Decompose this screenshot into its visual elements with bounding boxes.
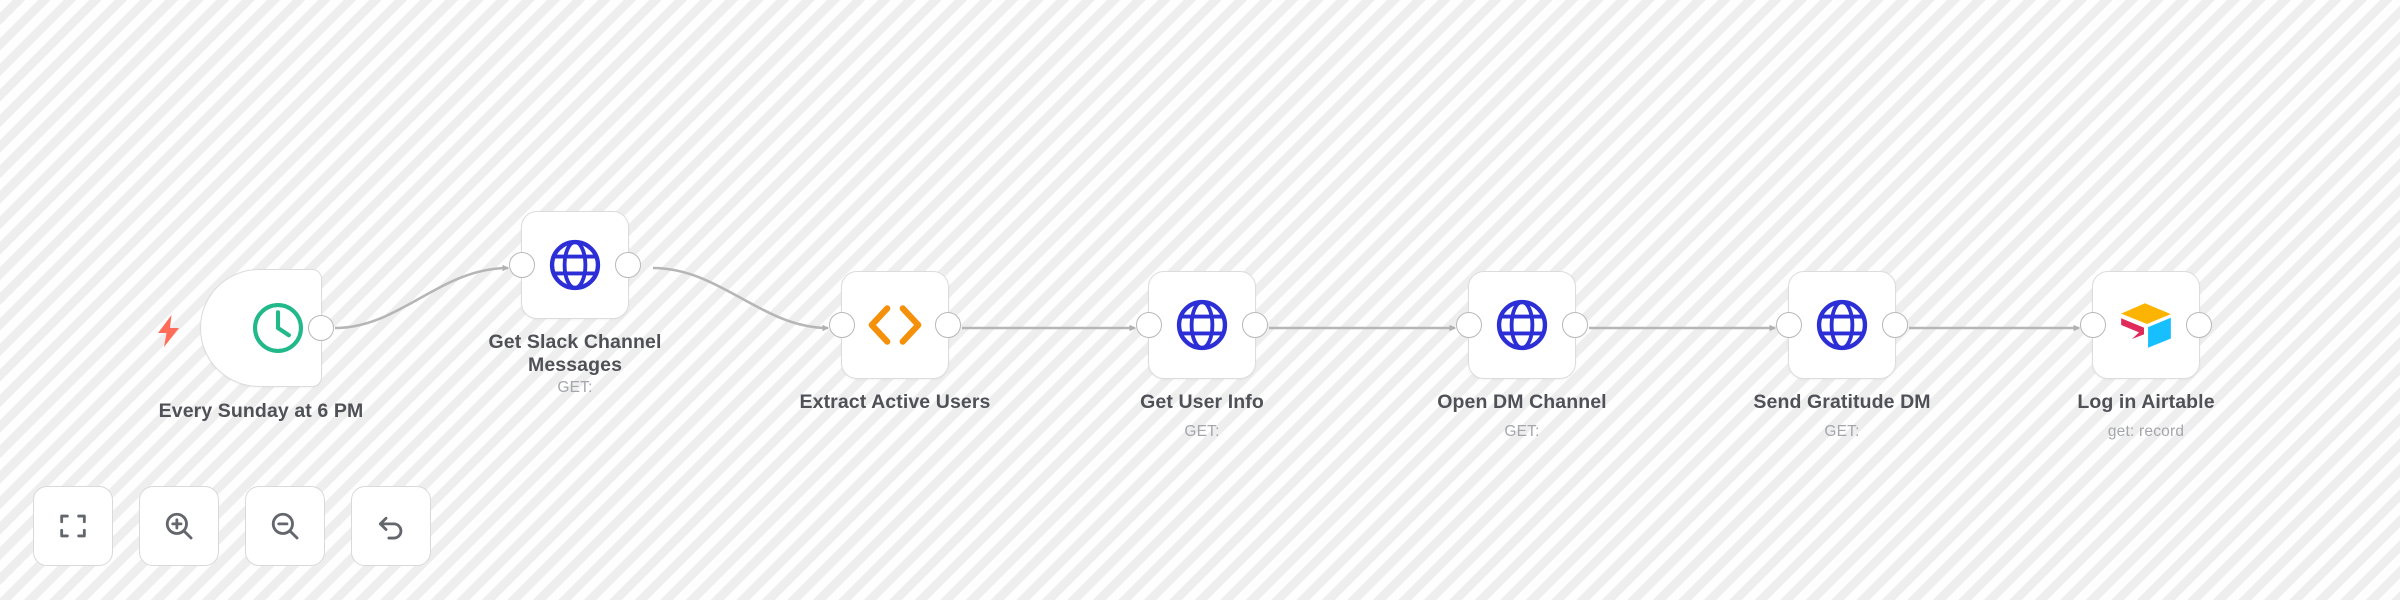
- node-subtitle: get: record: [2107, 423, 2185, 440]
- http-request-node-box[interactable]: [509, 211, 641, 319]
- globe-icon: [1173, 296, 1231, 354]
- zoom-in-button[interactable]: [139, 486, 219, 566]
- node-subtitle: GET:: [1824, 423, 1860, 440]
- fit-to-view-icon: [56, 509, 90, 543]
- undo-arrow-icon: [374, 509, 408, 543]
- node-subtitle: GET:: [1184, 423, 1220, 440]
- input-port[interactable]: [2080, 312, 2106, 338]
- output-port[interactable]: [2186, 312, 2212, 338]
- input-port[interactable]: [829, 312, 855, 338]
- node-label: Get User Info: [1140, 391, 1264, 413]
- node-label: Log in Airtable: [2077, 391, 2215, 413]
- zoom-out-button[interactable]: [245, 486, 325, 566]
- airtable-node-box[interactable]: [2080, 271, 2212, 379]
- input-port[interactable]: [1776, 312, 1802, 338]
- airtable-icon: [2117, 299, 2175, 351]
- code-node-box[interactable]: [829, 271, 961, 379]
- output-port[interactable]: [1882, 312, 1908, 338]
- globe-icon: [546, 236, 604, 294]
- input-port[interactable]: [1136, 312, 1162, 338]
- edge-trigger-to-slack: [334, 264, 510, 330]
- node-label: Get Slack Channel Messages: [488, 331, 662, 376]
- clock-icon: [249, 299, 307, 357]
- globe-icon: [1493, 296, 1551, 354]
- node-subtitle: GET:: [1504, 423, 1540, 440]
- output-port[interactable]: [1562, 312, 1588, 338]
- http-request-node-box[interactable]: [1136, 271, 1268, 379]
- trigger-node-box[interactable]: [200, 269, 334, 387]
- lightning-bolt-icon: [156, 315, 182, 347]
- zoom-in-icon: [162, 509, 196, 543]
- output-port[interactable]: [615, 252, 641, 278]
- node-label: Extract Active Users: [799, 391, 991, 413]
- canvas-toolbar: [33, 486, 431, 566]
- http-request-node-box[interactable]: [1776, 271, 1908, 379]
- output-port[interactable]: [935, 312, 961, 338]
- node-subtitle: GET:: [557, 379, 593, 396]
- reset-zoom-button[interactable]: [351, 486, 431, 566]
- globe-icon: [1813, 296, 1871, 354]
- zoom-out-icon: [268, 509, 302, 543]
- output-port[interactable]: [1242, 312, 1268, 338]
- node-label: Open DM Channel: [1437, 391, 1607, 413]
- edge-slack-to-code: [652, 266, 830, 332]
- code-brackets-icon: [864, 300, 926, 350]
- input-port[interactable]: [1456, 312, 1482, 338]
- node-label: Every Sunday at 6 PM: [158, 400, 364, 422]
- input-port[interactable]: [509, 252, 535, 278]
- zoom-to-fit-button[interactable]: [33, 486, 113, 566]
- node-label: Send Gratitude DM: [1753, 391, 1931, 413]
- output-port[interactable]: [308, 315, 334, 341]
- http-request-node-box[interactable]: [1456, 271, 1588, 379]
